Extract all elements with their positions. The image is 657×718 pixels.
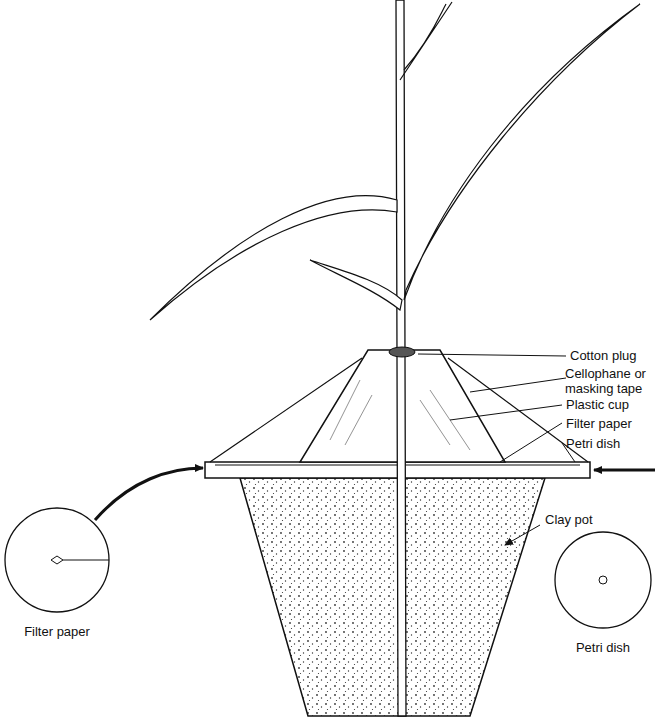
leaf	[404, 4, 640, 300]
part-label: Cellophane or masking tape	[565, 366, 653, 396]
straight-arrow	[594, 469, 655, 472]
part-label: Filter paper	[24, 624, 90, 639]
petri-dish-disc	[555, 532, 651, 628]
clay-pot	[240, 478, 545, 716]
filter-paper-disc	[5, 508, 109, 612]
part-label: Clay pot	[545, 512, 593, 527]
petri-dish-hole	[599, 576, 607, 584]
cotton-plug	[389, 347, 415, 357]
leaf	[400, 2, 452, 80]
part-label: Cotton plug	[570, 348, 637, 363]
leaf	[150, 196, 397, 320]
leader-lines	[418, 354, 575, 462]
pointer-arrow	[505, 525, 540, 545]
curved-arrow	[95, 468, 203, 520]
part-label: Plastic cup	[566, 397, 629, 412]
part-label: Filter paper	[566, 416, 632, 431]
stem	[396, 0, 406, 716]
leaf	[310, 260, 402, 310]
part-label: Petri dish	[566, 436, 620, 451]
filter-paper-slit	[51, 556, 109, 564]
part-label: Petri dish	[576, 640, 630, 655]
